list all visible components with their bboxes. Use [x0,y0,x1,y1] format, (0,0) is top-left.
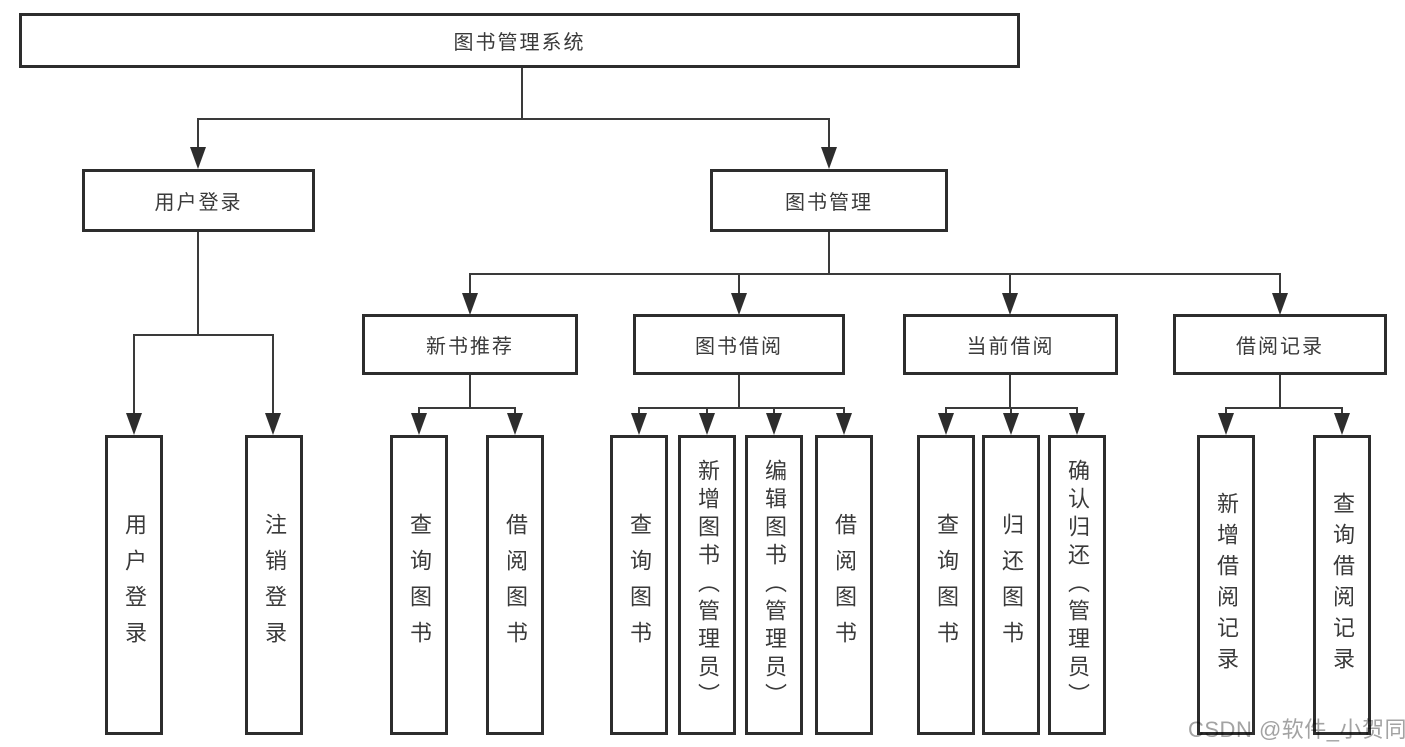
arrow-down-icon [462,293,478,315]
arrow-down-icon [766,413,782,435]
node-current-borrowing: 当前借阅 [903,314,1118,375]
leaf-add-borrow-record: 新增借阅记录 [1197,435,1255,735]
connector-drop [418,407,420,415]
connector-drop [638,407,640,415]
connector-current-borrow-stub [1009,375,1011,409]
node-borrowing-records: 借阅记录 [1173,314,1387,375]
arrow-down-icon [1002,293,1018,315]
connector-user-login-stub [197,232,199,336]
arrow-down-icon [507,413,523,435]
connector-book-borrow-bus [638,407,845,409]
leaf-borrow-books-2: 借阅图书 [815,435,873,735]
connector-drop-borrow-records [1279,273,1281,295]
arrow-down-icon [1003,413,1019,435]
connector-drop [945,407,947,415]
connector-drop [1076,407,1078,415]
connector-drop [1341,407,1343,415]
leaf-borrow-books-1: 借阅图书 [486,435,544,735]
leaf-query-books-3: 查询图书 [917,435,975,735]
connector-new-book-stub [469,375,471,409]
leaf-query-books-1: 查询图书 [390,435,448,735]
arrow-down-icon [938,413,954,435]
node-book-borrowing: 图书借阅 [633,314,845,375]
leaf-logout-login: 注销登录 [245,435,303,735]
connector-book-borrow-stub [738,375,740,409]
leaf-add-books-admin: 新增图书（管理员） [678,435,736,735]
arrow-down-icon [1218,413,1234,435]
connector-drop-book-management [828,118,830,150]
connector-drop-new-book [469,273,471,295]
arrow-down-icon [836,413,852,435]
arrow-down-icon [821,147,837,169]
connector-borrow-records-bus [1225,407,1343,409]
arrow-down-icon [190,147,206,169]
arrow-down-icon [1272,293,1288,315]
connector-drop-book-borrow [738,273,740,295]
connector-book-management-stub [828,232,830,275]
connector-drop-leaf-logout [272,334,274,415]
connector-drop [514,407,516,415]
connector-drop-user-login [197,118,199,150]
arrow-down-icon [731,293,747,315]
connector-drop [843,407,845,415]
arrow-down-icon [1069,413,1085,435]
connector-drop-leaf-user-login [133,334,135,415]
leaf-query-borrow-record: 查询借阅记录 [1313,435,1371,735]
arrow-down-icon [631,413,647,435]
node-user-login: 用户登录 [82,169,315,232]
connector-drop [706,407,708,415]
arrow-down-icon [1334,413,1350,435]
arrow-down-icon [126,413,142,435]
node-book-management: 图书管理 [710,169,948,232]
leaf-confirm-return-admin: 确认归还（管理员） [1048,435,1106,735]
connector-root-stub [521,68,523,120]
leaf-query-books-2: 查询图书 [610,435,668,735]
node-new-book-recommendation: 新书推荐 [362,314,578,375]
connector-book-management-bus [469,273,1281,275]
connector-drop [1225,407,1227,415]
connector-root-bus [197,118,830,120]
csdn-watermark: CSDN @软件_小贺同学 [1188,717,1405,742]
arrow-down-icon [699,413,715,435]
connector-borrow-records-stub [1279,375,1281,409]
node-library-management-system: 图书管理系统 [19,13,1020,68]
connector-drop [773,407,775,415]
connector-user-login-bus [133,334,274,336]
connector-drop-current-borrow [1009,273,1011,295]
arrow-down-icon [265,413,281,435]
leaf-user-login: 用户登录 [105,435,163,735]
connector-drop [1010,407,1012,415]
arrow-down-icon [411,413,427,435]
connector-new-book-bus [418,407,516,409]
leaf-edit-books-admin: 编辑图书（管理员） [745,435,803,735]
leaf-return-books: 归还图书 [982,435,1040,735]
